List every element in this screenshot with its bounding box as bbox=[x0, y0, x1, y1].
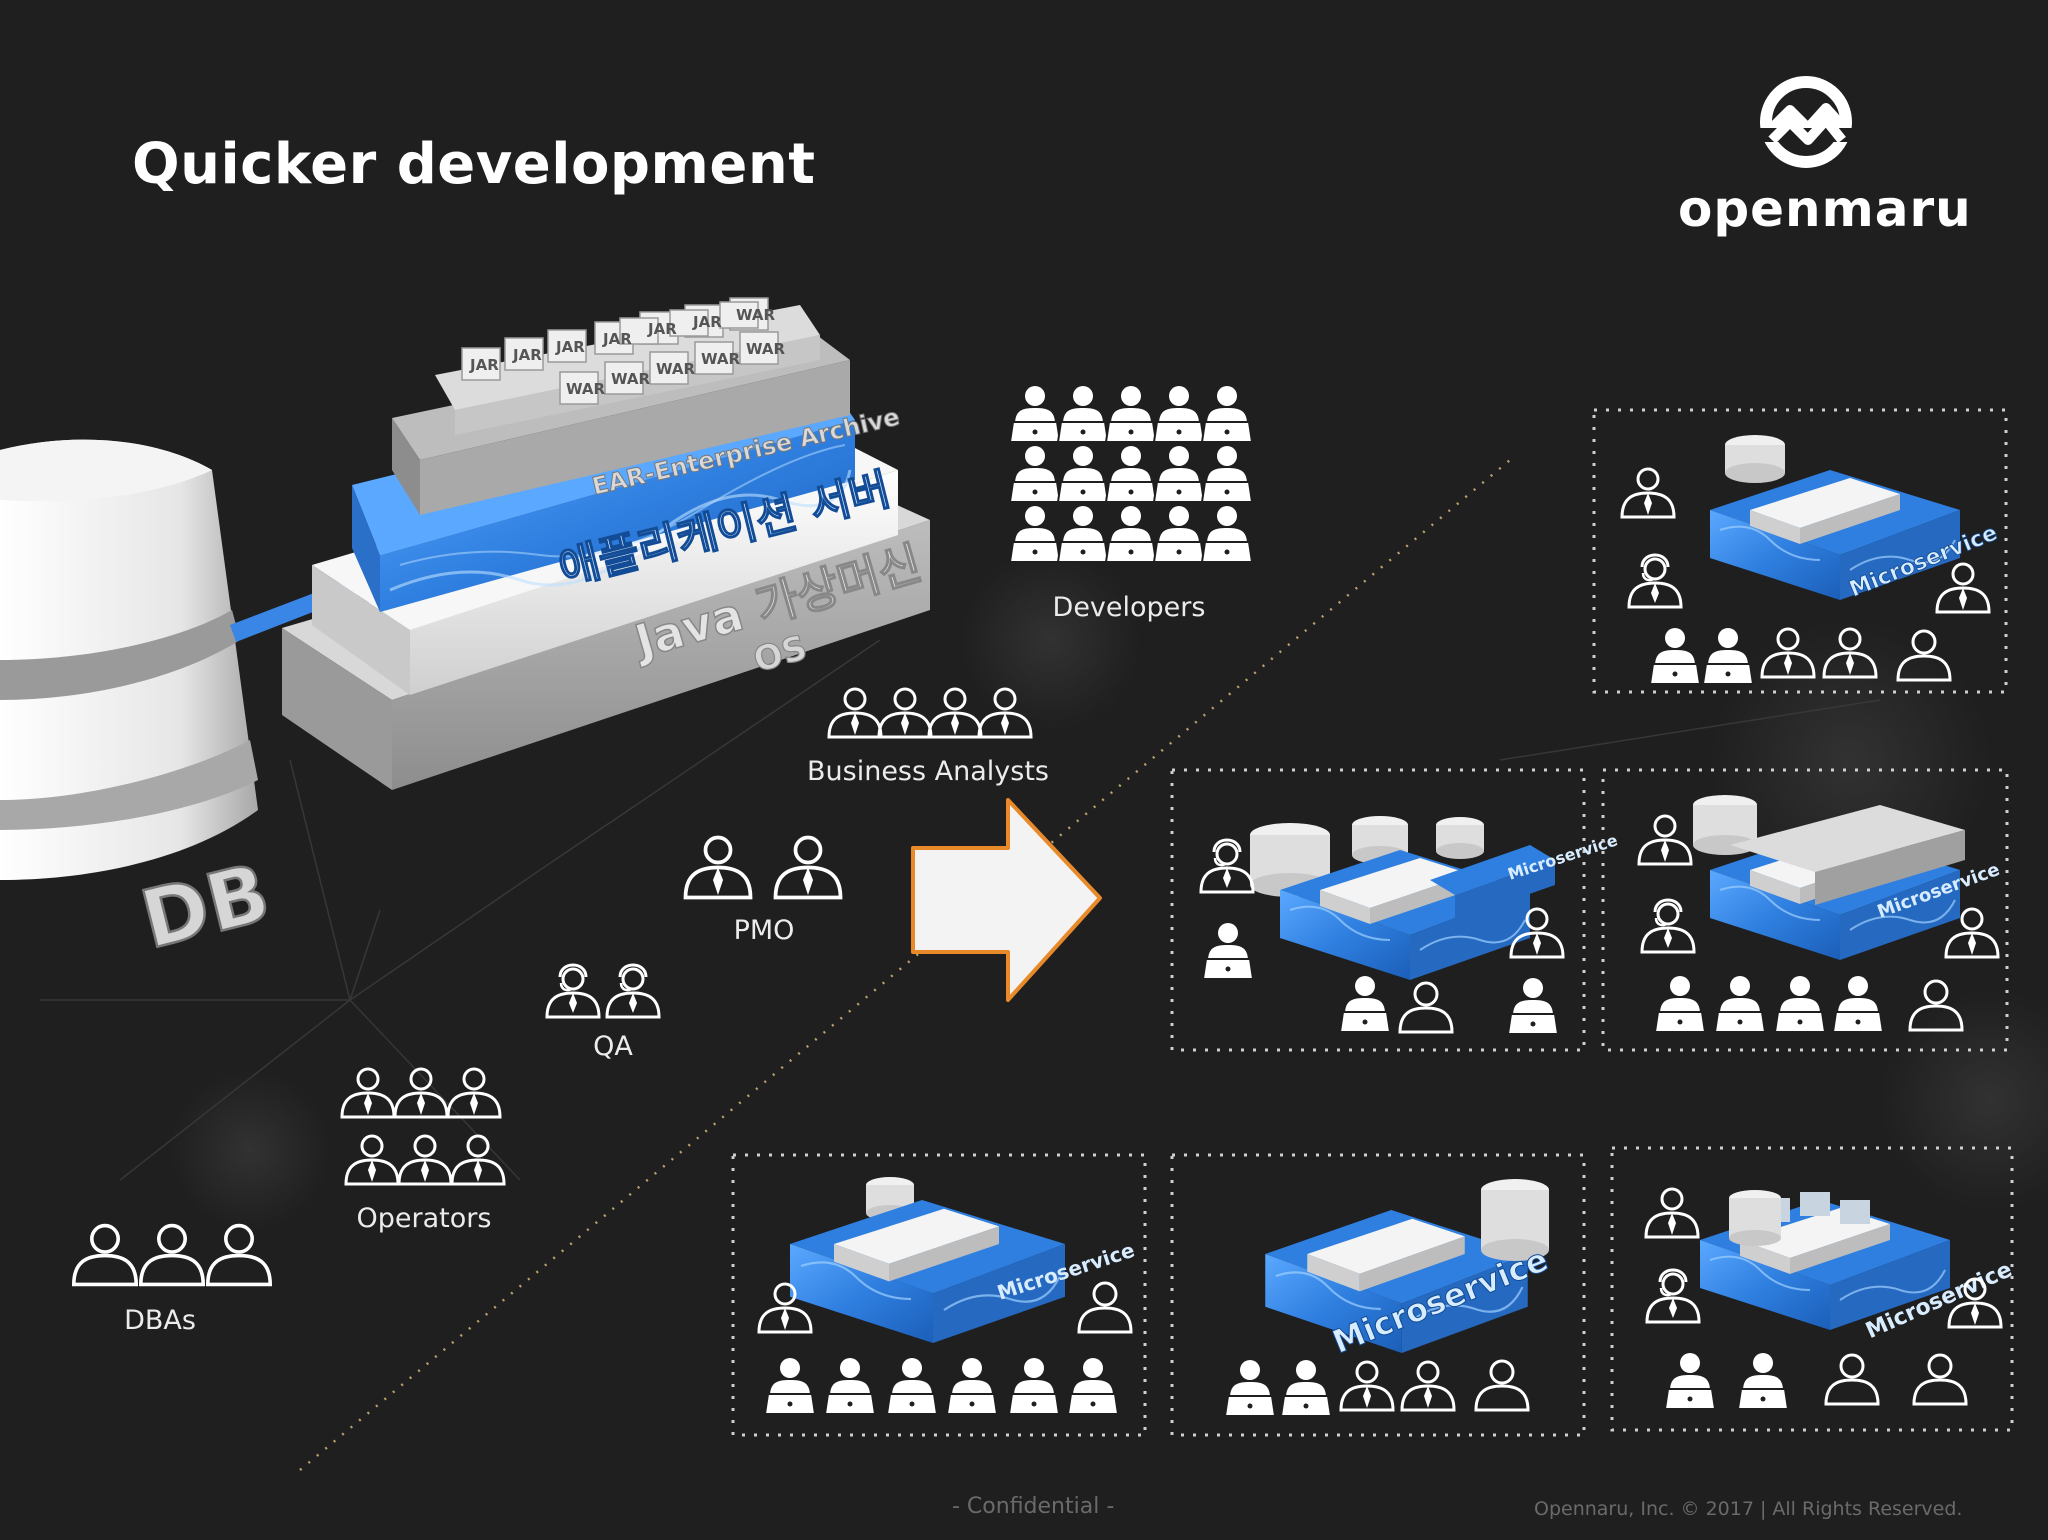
developers-label: Developers bbox=[1052, 592, 1206, 623]
page-title: Quicker development bbox=[132, 132, 816, 197]
artifact-label: WAR bbox=[566, 380, 605, 398]
logo-wordmark: openmaru bbox=[1678, 180, 1972, 238]
dbas-label: DBAs bbox=[124, 1305, 196, 1336]
pmo-icons bbox=[683, 835, 843, 900]
platform-stack: JAR JAR JAR JAR JAR JAR WAR WAR WAR WAR … bbox=[282, 297, 930, 790]
artifact-label: WAR bbox=[611, 370, 650, 388]
artifact-label: JAR bbox=[647, 320, 677, 338]
operators-icons bbox=[340, 1067, 506, 1186]
microservice-team-box: Microservice bbox=[1170, 768, 1620, 1052]
dbas-icons bbox=[72, 1223, 273, 1287]
microservice-team-box: Microservice bbox=[1170, 1153, 1586, 1437]
right-arrow-icon bbox=[911, 798, 1102, 1002]
artifact-label: JAR bbox=[555, 338, 585, 356]
pmo-label: PMO bbox=[733, 915, 795, 946]
artifact-label: WAR bbox=[746, 340, 785, 358]
db-cylinder: DB bbox=[0, 439, 280, 968]
db-label: DB bbox=[132, 846, 278, 967]
qa-label: QA bbox=[593, 1031, 633, 1062]
qa-icons bbox=[545, 963, 661, 1019]
artifact-label: WAR bbox=[736, 306, 775, 324]
developers-icons bbox=[1009, 385, 1253, 563]
artifact-label: JAR bbox=[692, 313, 722, 331]
artifact-label: JAR bbox=[469, 356, 499, 374]
microservice-team-box: Microservice bbox=[731, 1153, 1147, 1437]
business-analysts-label: Business Analysts bbox=[807, 756, 1049, 787]
openmaru-logo-icon bbox=[1755, 76, 1857, 168]
artifact-label: WAR bbox=[701, 350, 740, 368]
copyright-notice: Opennaru, Inc. © 2017 | All Rights Reser… bbox=[1534, 1498, 1963, 1520]
artifact-label: JAR bbox=[512, 346, 542, 364]
artifact-label: JAR bbox=[602, 330, 632, 348]
operators-label: Operators bbox=[356, 1203, 492, 1234]
artifact-label: WAR bbox=[656, 360, 695, 378]
confidential-notice: - Confidential - bbox=[952, 1494, 1115, 1519]
